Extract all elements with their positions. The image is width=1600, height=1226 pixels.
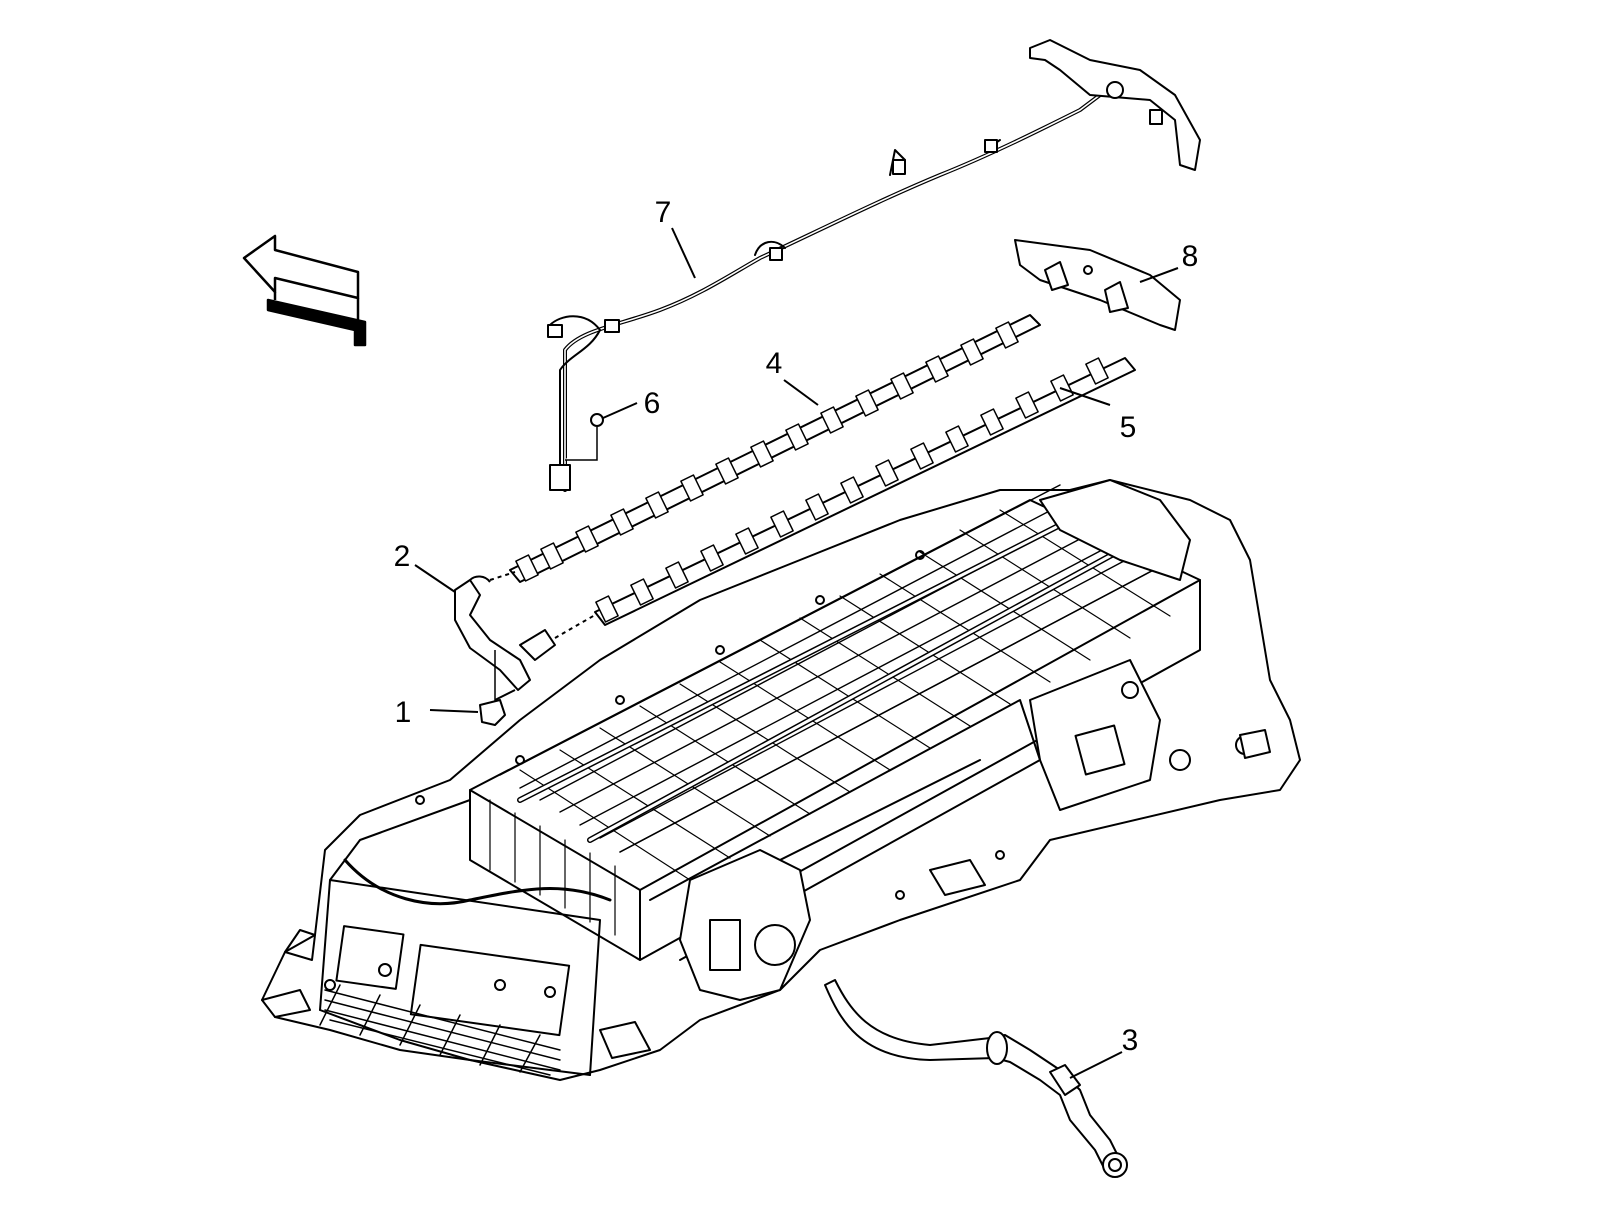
cover-bracket (1014, 239, 1181, 331)
wiring-harness (547, 39, 1201, 492)
inlet-duct (454, 571, 596, 705)
callout-8: 8 (1182, 240, 1199, 273)
retaining-clip (479, 689, 516, 726)
battery-pack-assembly (261, 479, 1301, 1081)
callout-4: 4 (766, 347, 783, 380)
busbar-rail-upper (509, 314, 1041, 583)
direction-arrow-icon (242, 234, 367, 347)
fastener (565, 413, 604, 461)
outlet-duct (824, 979, 1128, 1178)
callout-5: 5 (1120, 411, 1137, 444)
callout-6: 6 (644, 387, 661, 420)
callout-labels: 1 2 3 4 5 6 7 8 (394, 196, 1199, 1057)
callout-3: 3 (1122, 1024, 1139, 1057)
leader-lines (414, 227, 1179, 1079)
callout-1: 1 (395, 696, 412, 729)
callout-2: 2 (394, 540, 411, 573)
callout-7: 7 (655, 196, 672, 229)
front-grille (319, 984, 561, 1076)
busbar-rail-lower (594, 357, 1136, 626)
